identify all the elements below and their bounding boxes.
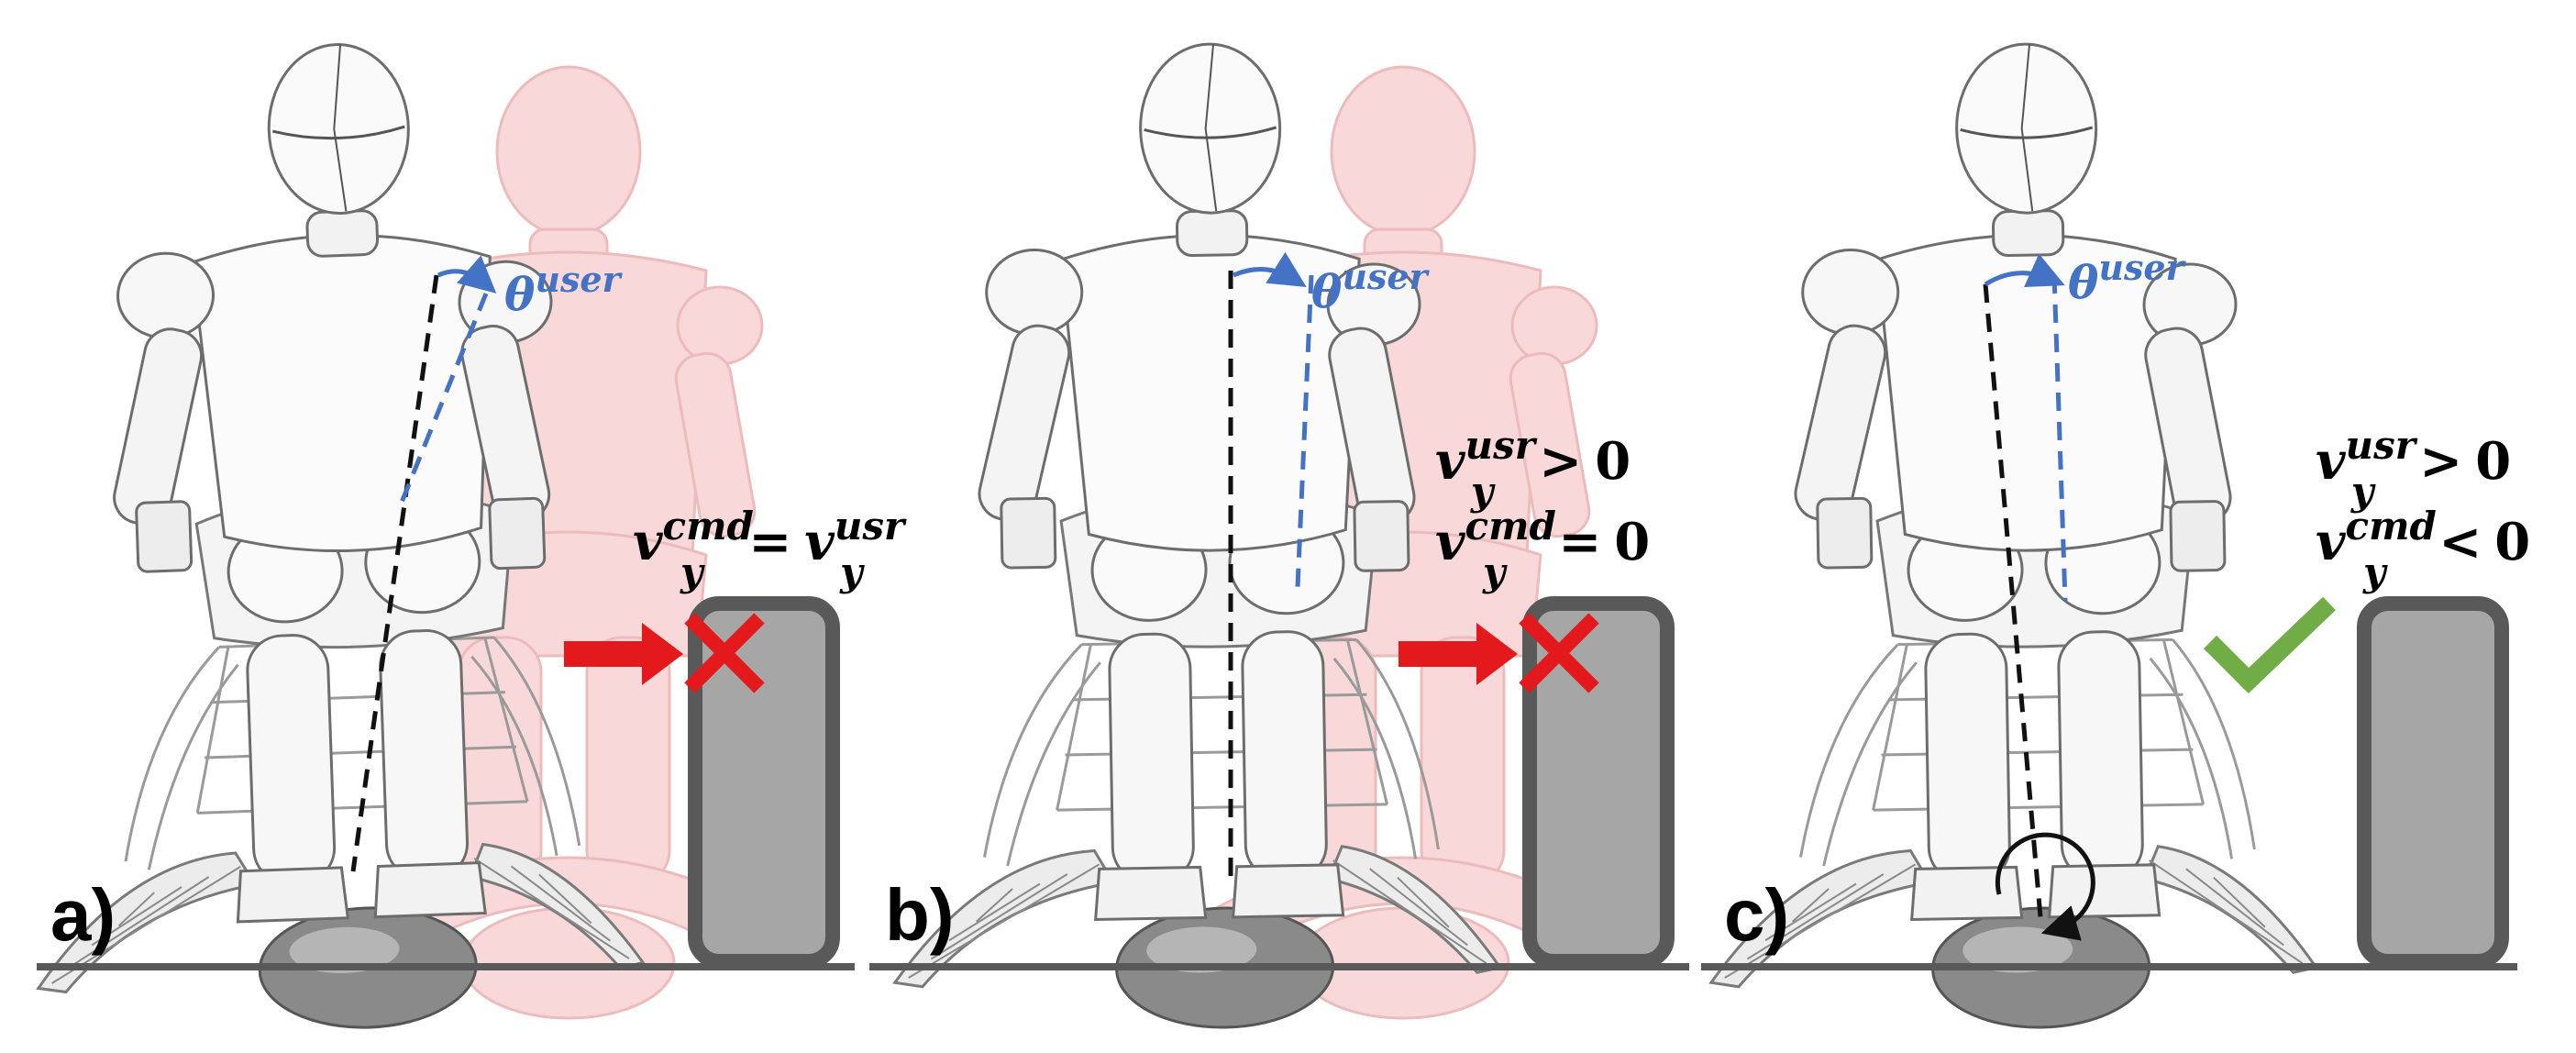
panel-label-c: c) (1724, 874, 1789, 956)
vertical-reference-line (350, 274, 439, 872)
theta-user-label: θuser (504, 259, 624, 321)
theta-arc-arrow (437, 255, 497, 294)
theta-user-label: θuser (1311, 256, 1431, 318)
vertical-reference-line (1983, 283, 2043, 918)
wheel-rotation-arrow-icon (1995, 832, 2095, 941)
user-lean-line (1295, 274, 1314, 588)
panel-label-b: b) (885, 874, 955, 956)
theta-arc-arrow (1984, 253, 2065, 288)
theta-user-label: θuser (2068, 247, 2187, 309)
theta-arc-arrow (1233, 251, 1307, 287)
user-lean-line (396, 293, 489, 510)
panel-label-a: a) (50, 874, 116, 956)
user-lean-line (2051, 274, 2068, 602)
green-check-icon (2203, 596, 2336, 693)
obstacle-block (2364, 604, 2502, 961)
